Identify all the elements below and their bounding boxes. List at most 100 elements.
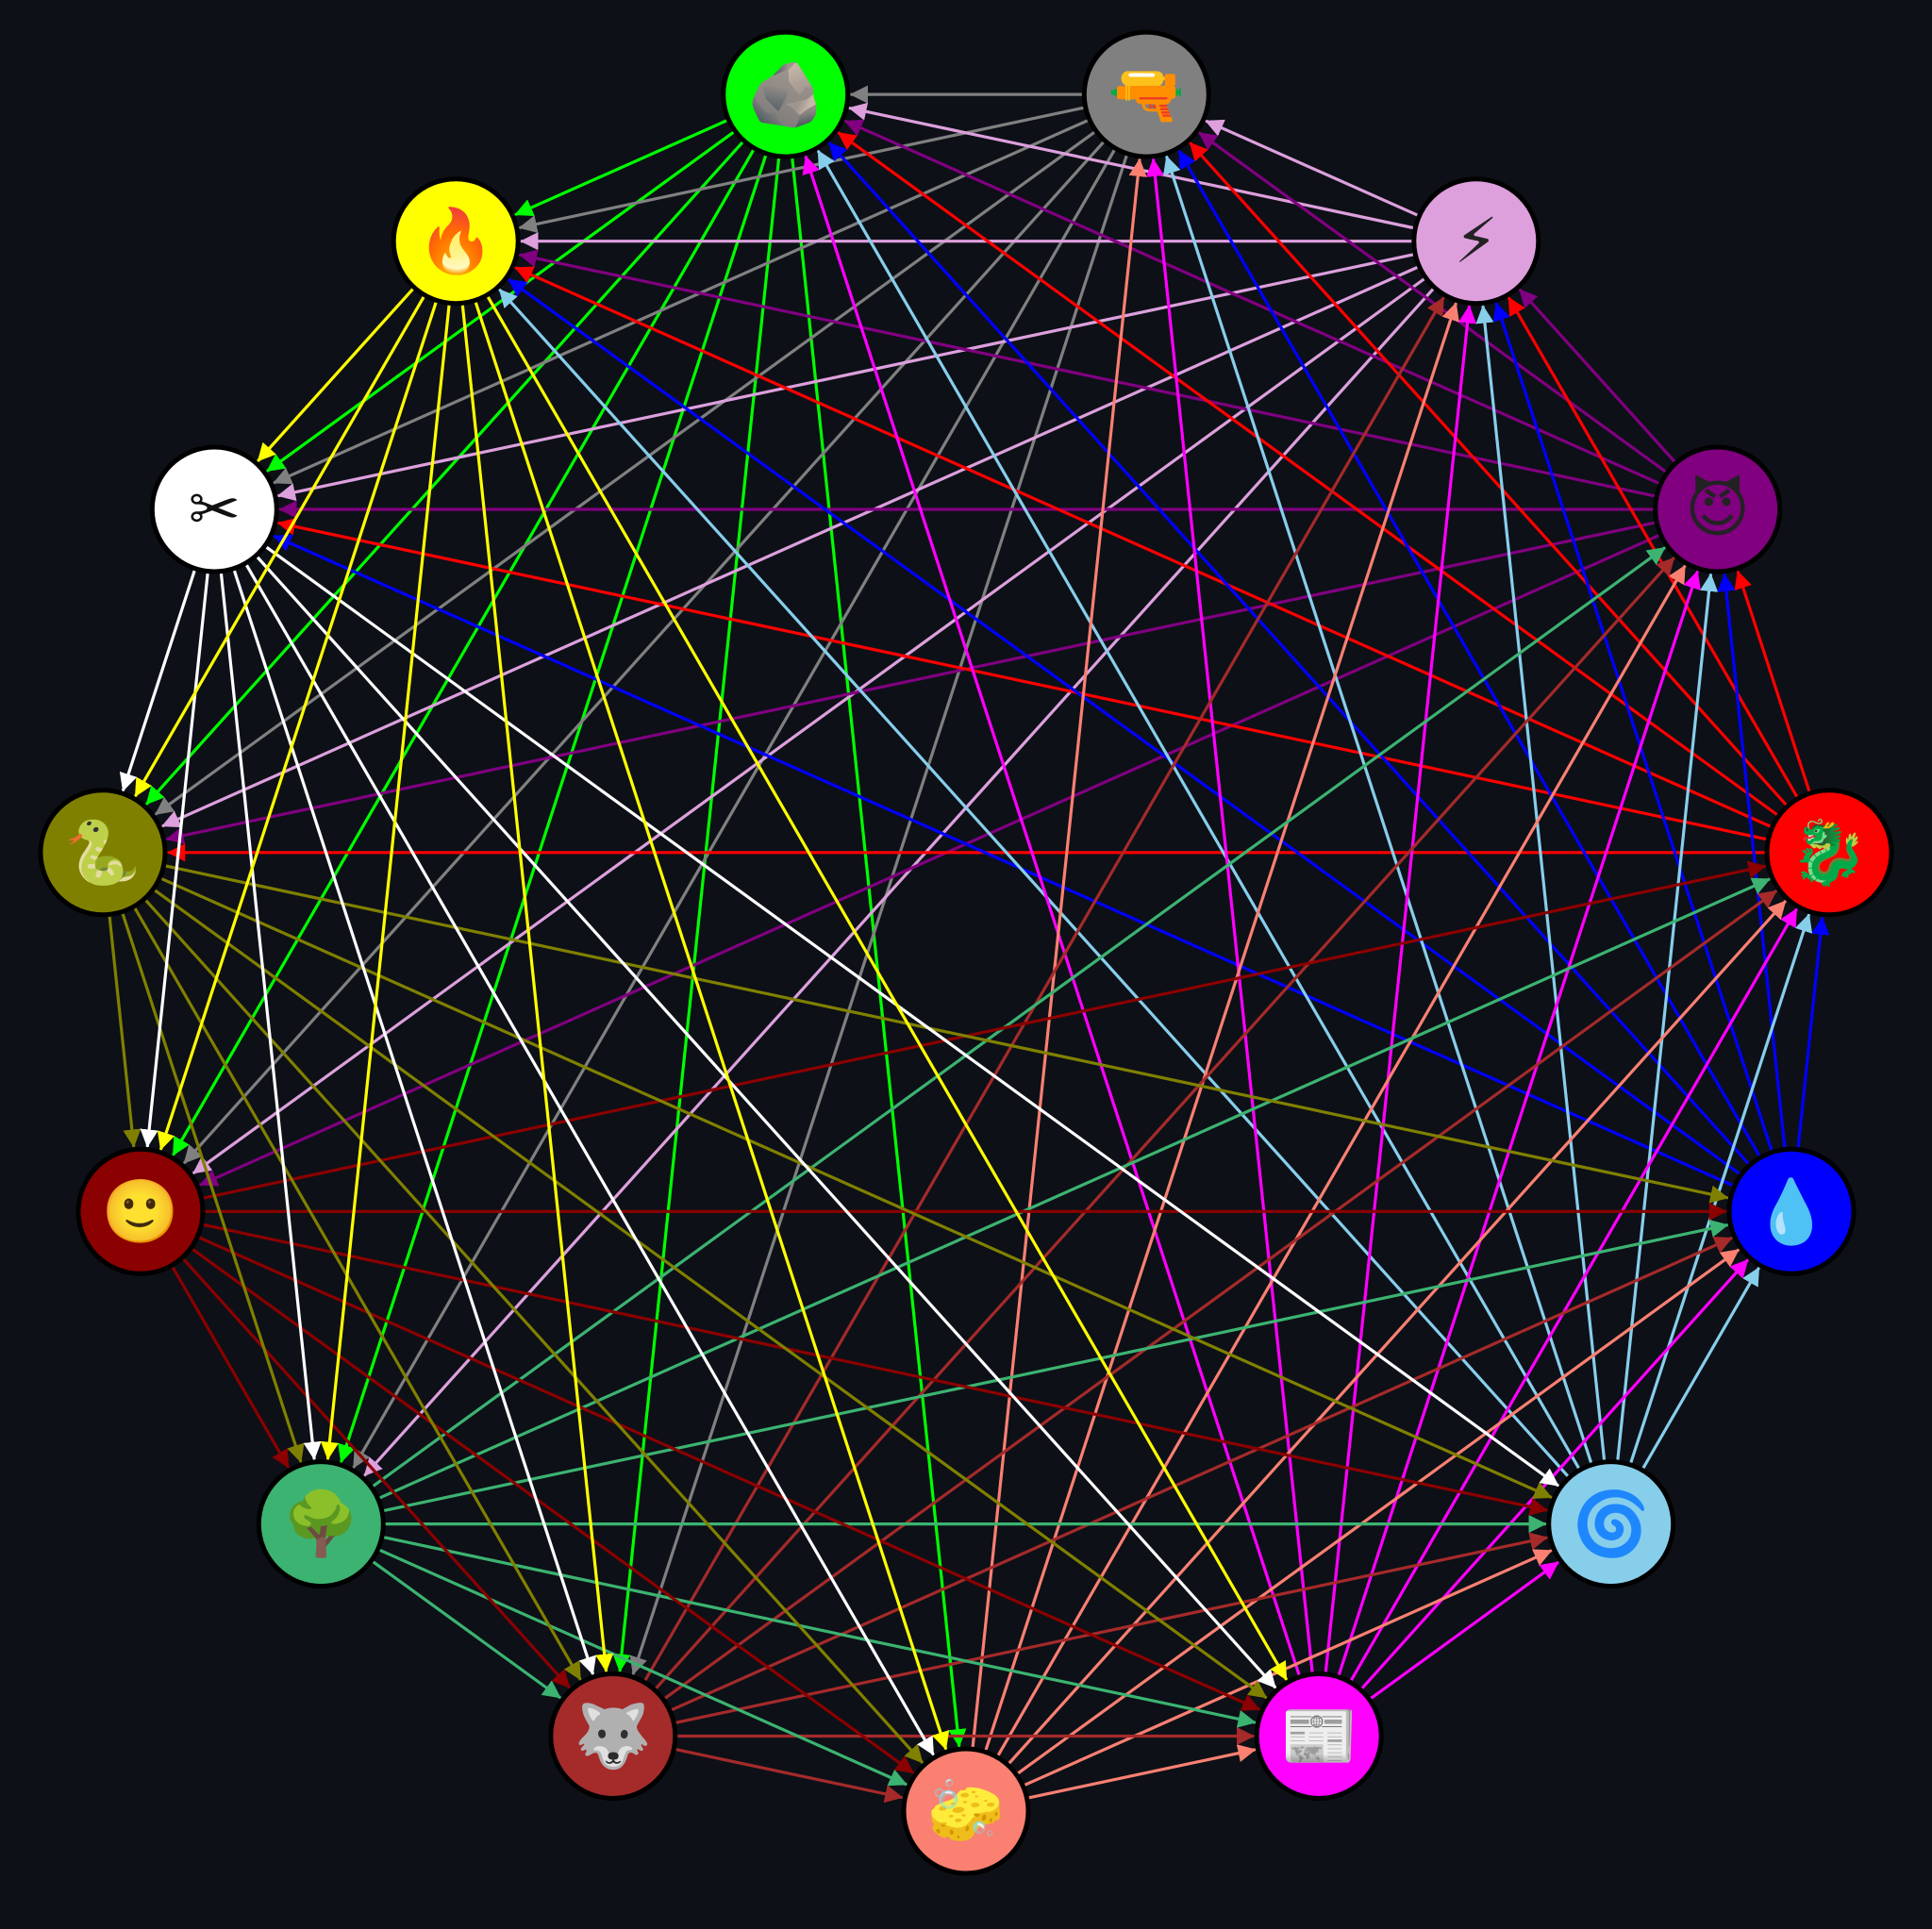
tree-node: 🌳: [256, 1459, 386, 1589]
edge-human-to-air: [200, 1222, 1549, 1516]
edge-rock-to-tree: [338, 152, 768, 1463]
edge-snake-to-tree: [120, 909, 305, 1463]
tree-circle: [256, 1459, 386, 1589]
edge-paper-to-water: [1358, 1258, 1749, 1692]
edge-rock-to-fire: [514, 118, 731, 216]
edge-fire-to-snake: [134, 293, 426, 797]
edge-fire-to-tree: [320, 301, 451, 1460]
edge-tree-to-dragon: [376, 877, 1771, 1501]
edge-snake-to-air: [158, 876, 1553, 1499]
edge-snake-to-wolf: [132, 905, 582, 1681]
edge-dragon-to-devil: [1734, 570, 1812, 795]
edge-wolf-to-water: [668, 1237, 1733, 1713]
edge-paper-to-dragon: [1348, 907, 1798, 1684]
edge-gun-to-human: [183, 139, 1107, 1164]
edge-rock-to-wolf: [612, 155, 781, 1672]
water-drop-icon: 💧: [1753, 1175, 1830, 1248]
edge-air-to-lightning: [1475, 305, 1607, 1464]
edge-dragon-to-scissors: [276, 517, 1771, 841]
water-pistol-icon: 🔫: [1108, 58, 1185, 131]
edge-scissors-to-wolf: [232, 567, 596, 1675]
newspaper-icon: 📰: [1280, 1700, 1357, 1772]
edge-wolf-to-lightning: [642, 296, 1445, 1684]
edge-devil-to-human: [199, 533, 1663, 1187]
rock-node: 🪨: [721, 29, 851, 159]
edge-human-to-paper: [195, 1235, 1260, 1711]
edge-tree-to-water: [380, 1220, 1729, 1513]
edge-wolf-to-sponge: [672, 1747, 904, 1804]
edge-fire-to-sponge: [474, 298, 950, 1751]
edge-scissors-to-paper: [254, 554, 1277, 1689]
edge-tree-to-sponge: [376, 1547, 908, 1787]
edge-devil-to-snake: [165, 521, 1658, 845]
edge-paper-to-air: [1367, 1561, 1559, 1702]
edge-sponge-to-dragon: [1006, 900, 1787, 1767]
scissors-icon: ✂: [189, 474, 241, 546]
tree-icon: 🌳: [282, 1487, 359, 1560]
air-node: 🌀: [1546, 1459, 1676, 1589]
paper-circle: [1254, 1671, 1384, 1801]
edge-fire-to-human: [157, 298, 439, 1151]
edge-human-to-dragon: [200, 860, 1767, 1201]
scissors-circle: [149, 444, 279, 574]
wolf-circle: [548, 1671, 678, 1801]
edge-paper-to-rock: [802, 155, 1302, 1679]
edge-scissors-to-snake: [119, 567, 197, 792]
edge-lightning-to-scissors: [276, 252, 1417, 502]
devil-circle: [1653, 444, 1783, 574]
edge-sponge-to-lightning: [983, 302, 1459, 1754]
edge-paper-to-lightning: [1324, 305, 1477, 1676]
human-node: 🙂: [75, 1146, 206, 1276]
edge-tree-to-devil: [370, 546, 1666, 1489]
edge-lightning-to-human: [192, 275, 1428, 1174]
edge-gun-to-scissors: [273, 118, 1091, 485]
water-circle: [1726, 1146, 1857, 1276]
edge-paper-to-devil: [1336, 570, 1701, 1679]
edge-human-to-wolf: [180, 1256, 571, 1689]
devil-node: 😈: [1653, 444, 1783, 574]
fire-node: 🔥: [391, 176, 521, 307]
edge-air-to-water: [1641, 1267, 1760, 1472]
edge-lightning-to-snake: [161, 264, 1422, 828]
edge-water-to-fire: [508, 278, 1743, 1177]
snake-node: 🐍: [38, 788, 168, 918]
edge-dragon-to-rock: [837, 131, 1781, 818]
edge-paper-to-gun: [1145, 158, 1314, 1676]
edge-water-to-scissors: [273, 534, 1737, 1189]
edge-snake-to-sponge: [142, 897, 924, 1764]
edge-wolf-to-dragon: [661, 890, 1777, 1702]
edge-air-to-rock: [817, 150, 1582, 1472]
snake-circle: [38, 788, 168, 918]
edge-air-to-gun: [1163, 155, 1593, 1467]
edge-scissors-to-sponge: [243, 561, 935, 1756]
edge-dragon-to-fire: [514, 266, 1774, 829]
dragon-icon: 🐉: [1790, 816, 1868, 889]
edge-human-to-sponge: [189, 1246, 915, 1774]
edge-layer: [108, 85, 1830, 1804]
snake-icon: 🐍: [64, 816, 142, 889]
edge-gun-to-snake: [155, 129, 1098, 816]
edge-dragon-to-gun: [1189, 141, 1790, 808]
edge-devil-to-gun: [1198, 131, 1669, 474]
edge-lightning-to-tree: [363, 286, 1437, 1477]
smiley-face-icon: 🙂: [102, 1175, 179, 1248]
edge-sponge-to-devil: [995, 564, 1687, 1759]
node-layer: 🪨🔫⚡😈🐉💧🌀📰🧽🐺🌳🙂🐍✂🔥: [38, 29, 1894, 1876]
water-node: 💧: [1726, 1146, 1857, 1276]
wolf-icon: 🐺: [575, 1700, 652, 1772]
edge-fire-to-wolf: [460, 301, 614, 1672]
edge-rock-to-sponge: [790, 155, 967, 1748]
wolf-node: 🐺: [548, 1671, 678, 1801]
edge-devil-to-lightning: [1518, 289, 1678, 465]
edge-devil-to-rock: [843, 119, 1663, 486]
cyclone-icon: 🌀: [1573, 1487, 1650, 1560]
paper-node: 📰: [1254, 1671, 1384, 1801]
sponge-node: 🧽: [901, 1746, 1031, 1876]
edge-snake-to-paper: [151, 887, 1268, 1699]
edge-water-to-dragon: [1796, 916, 1830, 1152]
edge-rock-to-human: [172, 146, 757, 1156]
gun-node: 🔫: [1081, 29, 1211, 159]
edge-water-to-gun: [1177, 150, 1762, 1159]
